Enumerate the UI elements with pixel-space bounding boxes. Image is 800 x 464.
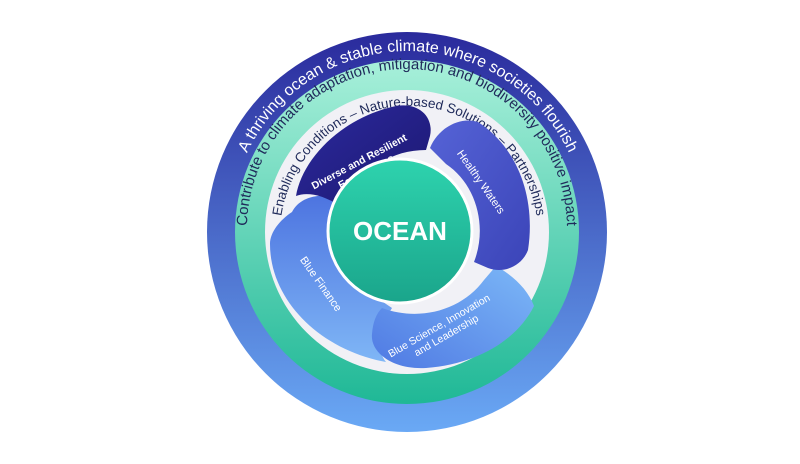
petal-blue-finance [270, 195, 392, 362]
center-circle: OCEAN [326, 157, 474, 305]
petal-healthy-waters [430, 120, 530, 270]
petal-diverse-ecosystems [296, 105, 431, 206]
center-label: OCEAN [353, 216, 447, 246]
center-disc [326, 157, 474, 305]
petal-blue-science [371, 266, 534, 369]
